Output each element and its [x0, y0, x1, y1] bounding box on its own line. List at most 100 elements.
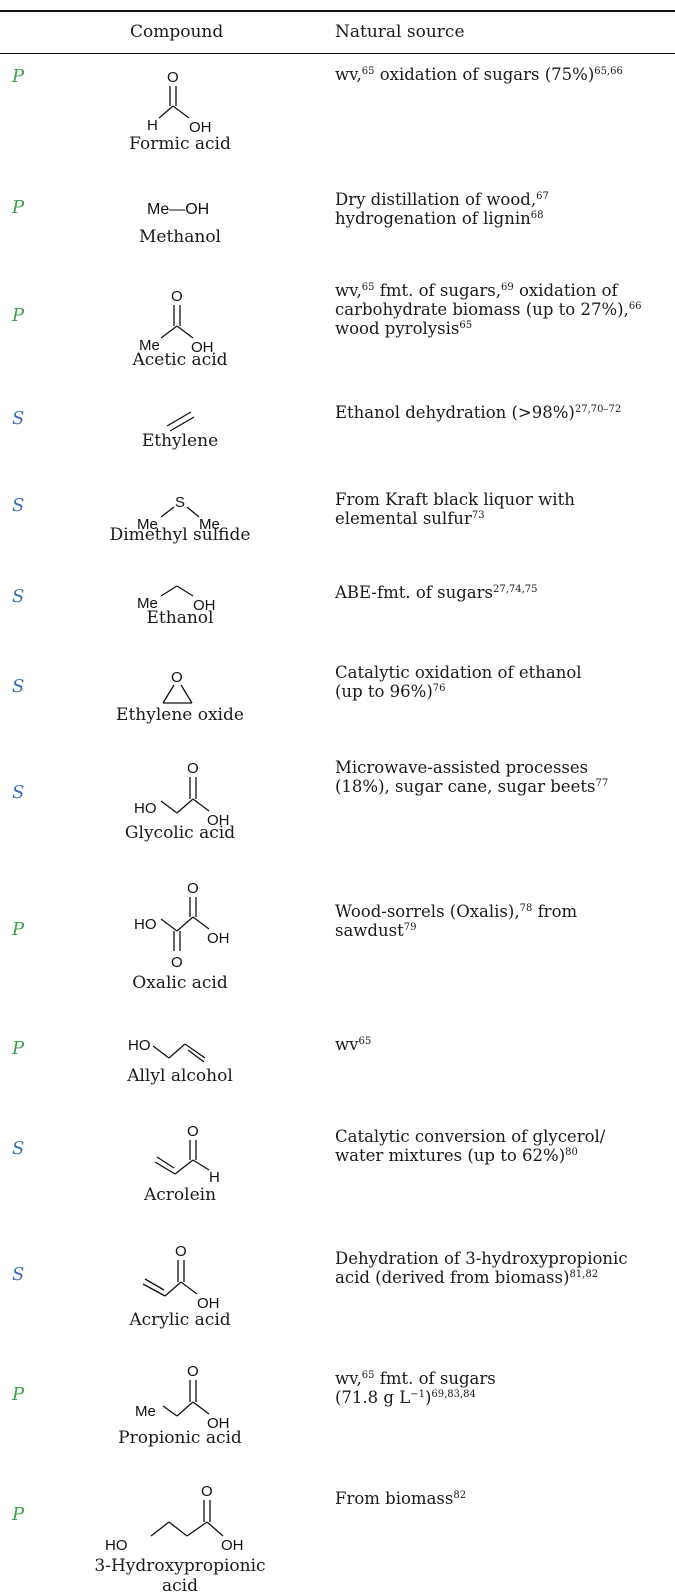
atom-label: OH	[207, 930, 230, 947]
source-text: ABE-fmt. of sugars27,74,75	[335, 583, 670, 602]
source-text-segment: oxidation of carbohydrate biomass (up to…	[335, 281, 629, 319]
compound-name: Formic acid	[129, 134, 231, 154]
source-text-segment: water mixtures (up to 62%)	[335, 1146, 566, 1165]
atom-label: O	[167, 69, 179, 86]
source-text-segment: (71.8 g L	[335, 1388, 411, 1407]
atom-label: HO	[134, 916, 157, 933]
source-text-segment: wv,	[335, 1369, 362, 1388]
source-text-segment: hydrogenation of lignin	[335, 209, 531, 228]
source-text-segment: sawdust	[335, 921, 404, 940]
source-text-segment: Catalytic oxidation of ethanol	[335, 663, 582, 682]
citation-reference: −1	[410, 1389, 425, 1400]
source-text-segment: wood pyrolysis	[335, 319, 460, 338]
structure-ethylene	[95, 406, 270, 432]
citation-reference: 80	[565, 1147, 578, 1158]
row-tag: P	[12, 1504, 25, 1525]
compound-name: Ethylene oxide	[116, 705, 244, 725]
atom-label: Me	[199, 516, 220, 533]
structure-formic-acid: O H OH	[95, 66, 270, 134]
source-text-segment: Dry distillation of wood,	[335, 190, 537, 209]
structure-acrolein: O H	[95, 1120, 270, 1186]
source-text-segment: (18%), sugar cane, sugar beets	[335, 777, 596, 796]
atom-label: HO	[105, 1537, 128, 1554]
compound-name: Ethanol	[146, 608, 214, 628]
citation-reference: 27,70–72	[574, 404, 622, 415]
compound-name: Acrolein	[143, 1185, 217, 1205]
source-text-segment: (up to 96%)	[335, 682, 433, 701]
structure-glycolic-acid: O HO OH	[95, 757, 270, 829]
row-tag: P	[12, 1384, 25, 1405]
source-text-segment: wv,	[335, 65, 362, 84]
row-tag: P	[12, 1038, 25, 1059]
atom-label: O	[171, 954, 183, 971]
row-tag: S	[12, 495, 25, 516]
atom-label: O	[171, 288, 183, 305]
citation-reference: 65	[459, 320, 473, 331]
column-header-compound: Compound	[130, 22, 224, 42]
citation-reference: 65	[361, 66, 375, 77]
citation-reference: 65	[361, 282, 375, 293]
source-text: wv,65 oxidation of sugars (75%)65,66	[335, 65, 670, 84]
compound-name: Dimethyl sulfide	[109, 525, 251, 545]
citation-reference: 81,82	[569, 1269, 599, 1280]
citation-reference: 65,66	[594, 66, 623, 77]
citation-reference: 69	[500, 282, 514, 293]
atom-label: O	[171, 669, 183, 686]
structure-3-hydroxypropionic-acid: O HO OH	[95, 1480, 270, 1556]
atom-label: OH	[221, 1537, 244, 1554]
atom-label: OH	[189, 119, 212, 134]
atom-label: O	[187, 1363, 199, 1380]
structure-acrylic-acid: O OH	[95, 1240, 270, 1312]
compound-name: Acrylic acid	[129, 1310, 231, 1330]
source-text: Dry distillation of wood,67 hydrogenation…	[335, 190, 670, 228]
source-text-segment: fmt. of sugars	[374, 1369, 496, 1388]
atom-label: O	[175, 1243, 187, 1260]
structure-dimethyl-sulfide: S Me Me	[95, 491, 270, 533]
row-tag: S	[12, 408, 25, 429]
citation-reference: 79	[403, 922, 417, 933]
source-text-segment: wv,	[335, 281, 362, 300]
row-tag: P	[12, 66, 25, 87]
citation-reference: 68	[530, 210, 544, 221]
citation-reference: 78	[519, 903, 533, 914]
source-text-segment: Catalytic conversion of glycerol/	[335, 1127, 606, 1146]
source-text-segment: )	[424, 1388, 432, 1407]
atom-label: Me	[137, 595, 158, 612]
atom-label: O	[201, 1483, 213, 1500]
citation-reference: 67	[536, 191, 549, 202]
structure-ethylene-oxide: O	[95, 666, 270, 708]
structure-propionic-acid: O Me OH	[95, 1360, 270, 1432]
source-text: wv,65 fmt. of sugars(71.8 g L−1)69,83,84	[335, 1369, 670, 1407]
source-text-segment: From biomass	[335, 1489, 454, 1508]
compound-name: Glycolic acid	[124, 823, 236, 843]
table-header-rule	[0, 53, 675, 54]
source-text: wv65	[335, 1035, 670, 1054]
structure-methanol: Me—OH	[95, 197, 270, 221]
atom-label: O	[187, 760, 199, 777]
atom-label: OH	[207, 1415, 230, 1432]
source-text: Ethanol dehydration (>98%)27,70–72	[335, 403, 670, 422]
citation-reference: 65	[358, 1036, 372, 1047]
source-text-segment: Ethanol dehydration (>98%)	[335, 403, 575, 422]
structure-acetic-acid: O Me OH	[95, 284, 270, 354]
row-tag: S	[12, 1138, 25, 1159]
citation-reference: 73	[471, 510, 485, 521]
table-top-rule	[0, 10, 675, 12]
row-tag: S	[12, 1264, 25, 1285]
source-text-segment: ABE-fmt. of sugars	[335, 583, 493, 602]
atom-label: OH	[207, 812, 230, 829]
compound-name: Methanol	[138, 227, 221, 247]
row-tag: P	[12, 197, 25, 218]
source-text-segment: Microwave-assisted processes	[335, 758, 589, 777]
atom-label: OH	[191, 339, 214, 354]
source-text-segment: From Kraft black liquor with	[335, 490, 575, 509]
atom-label: OH	[193, 597, 216, 612]
row-tag: P	[12, 919, 25, 940]
structure-ethanol: Me OH	[95, 584, 270, 612]
source-text: From biomass82	[335, 1489, 670, 1508]
atom-label: HO	[128, 1037, 151, 1054]
atom-label: O	[187, 1123, 199, 1140]
compound-name: Ethylene	[141, 431, 219, 451]
